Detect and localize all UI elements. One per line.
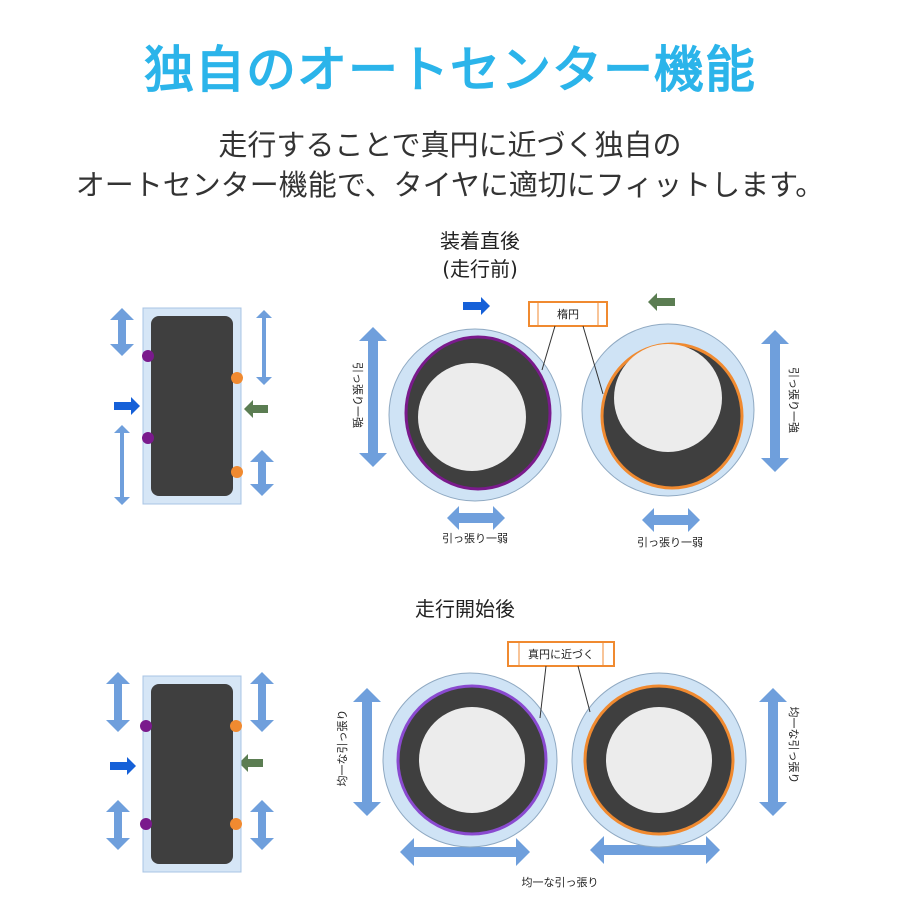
double-arrow-icon [250,450,274,496]
after-right-vertical-label: 均一な引っ張り [787,707,801,784]
push-arrow-left-icon [648,293,675,311]
after-left-vertical-label: 均一な引っ張り [335,710,349,787]
double-arrow-icon [114,425,130,505]
push-arrow-right-icon [114,397,140,415]
double-arrow-icon [256,310,272,385]
tension-weak-arrow-icon [447,506,505,530]
callout-near-circle: 真円に近づく [507,641,615,719]
push-arrow-left-icon [239,754,263,772]
subtitle-line-1: 走行することで真円に近づく独自の [218,128,682,162]
subtitle-line-2: オートセンター機能で、タイヤに適切にフィットします。 [75,168,825,202]
tire-side-view-before [142,307,243,505]
push-arrow-left-icon [244,400,268,418]
double-arrow-icon [250,800,274,850]
tension-strong-arrow-icon [761,330,789,472]
double-arrow-icon [110,308,134,356]
before-left-horizontal-label: 引っ張り一弱 [442,531,508,545]
tension-even-arrow-icon [590,836,720,864]
tire-side-view-after [140,675,242,873]
push-arrow-right-icon [463,297,490,315]
after-bottom-label: 均一な引っ張り [522,875,599,889]
after-heading: 走行開始後 [415,597,515,621]
tension-weak-arrow-icon [642,508,700,532]
tension-strong-arrow-icon [359,327,387,467]
double-arrow-icon [250,672,274,732]
wheel-after-left [382,672,558,848]
double-arrow-icon [106,800,130,850]
tension-even-arrow-icon [353,688,381,816]
before-right-vertical-label: 引っ張り一強 [787,367,801,433]
push-arrow-right-icon [110,757,136,775]
wheel-before-right [581,323,755,497]
double-arrow-icon [106,672,130,732]
callout-near-circle-label: 真円に近づく [528,647,594,661]
before-subheading: (走行前) [442,257,518,281]
page-title: 独自のオートセンター機能 [144,41,756,99]
wheel-before-left [388,328,562,502]
callout-ellipse: 楕円 [528,301,608,395]
before-heading: 装着直後 [440,229,520,253]
callout-ellipse-label: 楕円 [557,307,579,321]
before-left-vertical-label: 引っ張り一強 [351,362,365,428]
tension-even-arrow-icon [400,838,530,866]
tension-even-arrow-icon [759,688,787,816]
wheel-after-right [571,672,747,848]
before-right-horizontal-label: 引っ張り一弱 [637,535,703,549]
